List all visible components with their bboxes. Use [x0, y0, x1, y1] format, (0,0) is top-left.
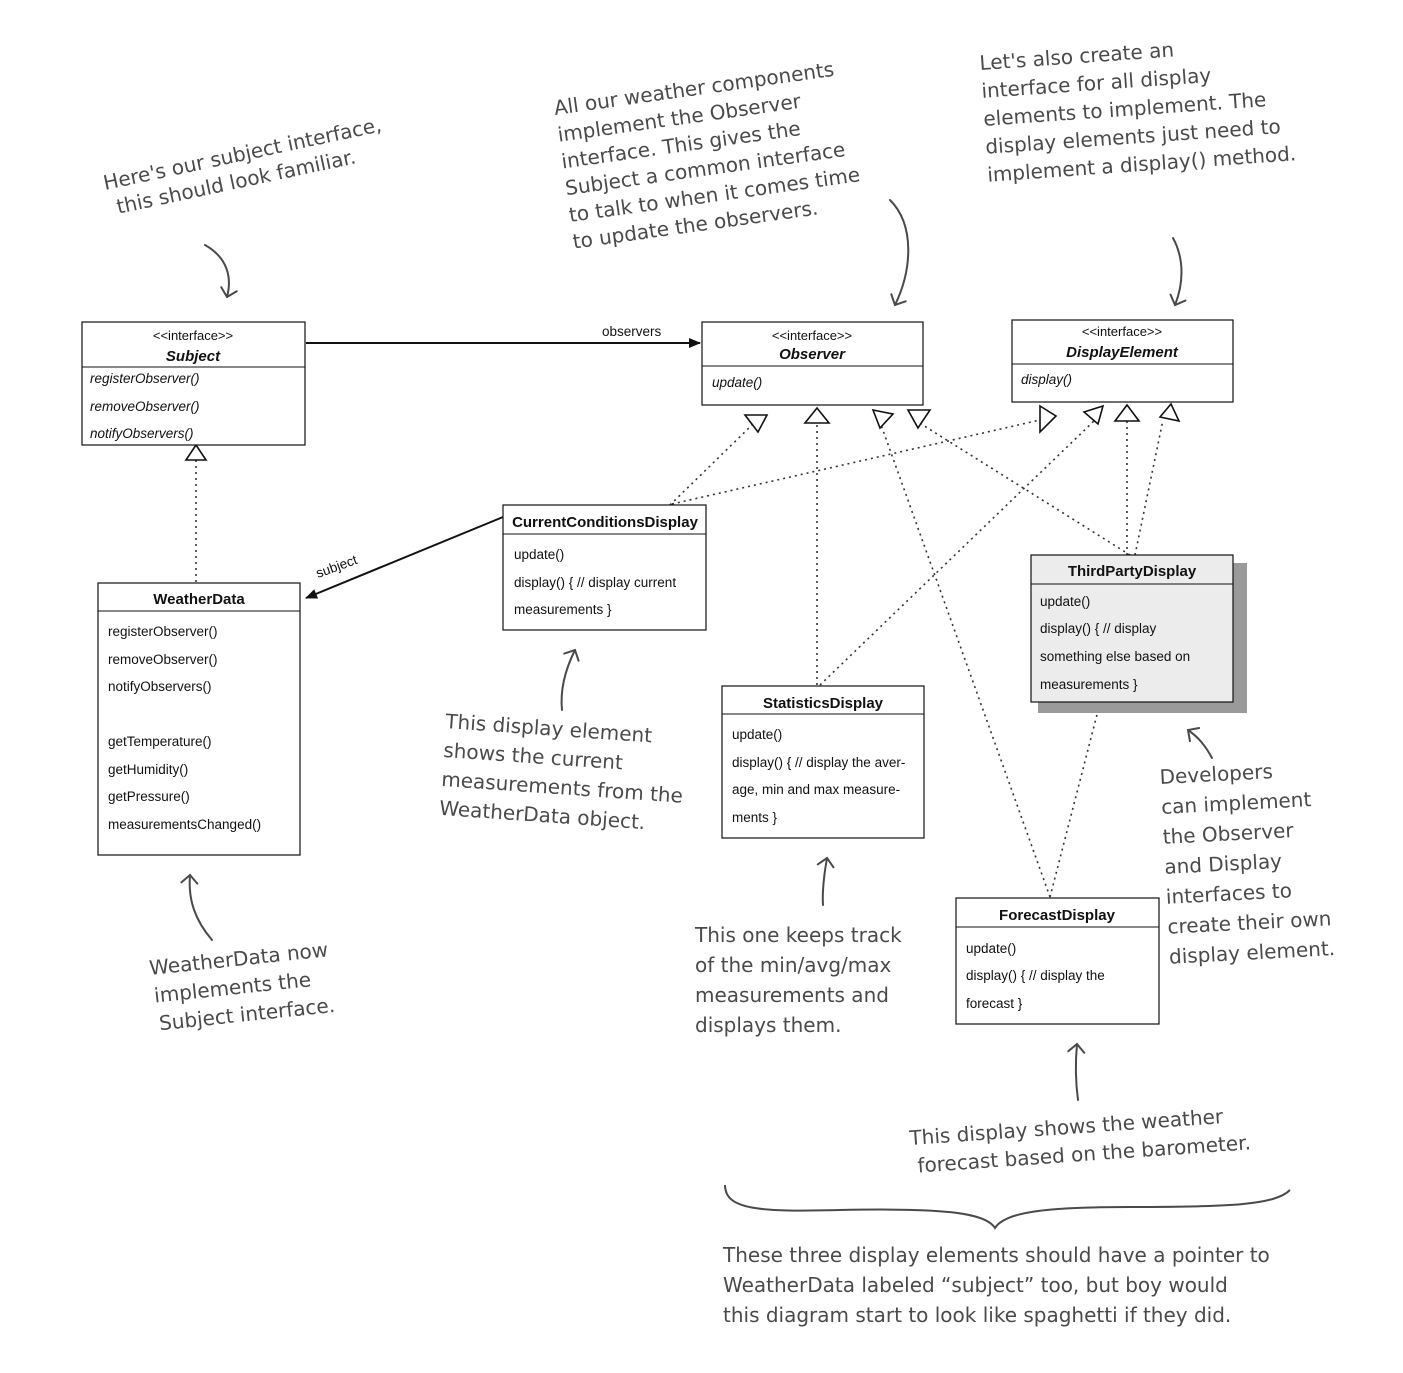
display-note: Let's also create an interface for all d… — [979, 37, 1297, 186]
note-line: interfaces to — [1165, 878, 1292, 909]
thirdparty-method: display() { // display — [1040, 621, 1157, 636]
forecast-note: This display shows the weather forecast … — [908, 1104, 1252, 1177]
observer-note: All our weather components implement the… — [552, 57, 861, 254]
thirdparty-class-box: ThirdPartyDisplay update() display() { /… — [1030, 554, 1247, 713]
observer-name: Observer — [779, 346, 846, 363]
display-triangle-3 — [1113, 403, 1141, 422]
displayelement-stereotype: <<interface>> — [1082, 324, 1162, 339]
observer-note-arrow — [889, 199, 910, 307]
subject-association — [305, 516, 504, 599]
weatherdata-method: removeObserver() — [108, 652, 218, 667]
note-line: This one keeps track — [694, 923, 902, 947]
forecast-note-arrow — [1067, 1042, 1086, 1101]
forecast-to-thirdparty-line — [1049, 702, 1101, 898]
note-line: display element. — [1168, 936, 1335, 969]
current-note: This display element shows the current m… — [439, 709, 684, 834]
weatherdata-method: getHumidity() — [108, 762, 188, 777]
thirdparty-name: ThirdPartyDisplay — [1068, 563, 1197, 580]
annotation-pointers — [180, 199, 1291, 1230]
statistics-note-arrow — [816, 856, 835, 906]
displayelement-name: DisplayElement — [1066, 344, 1179, 361]
observers-label: observers — [602, 324, 662, 339]
statistics-method: age, min and max measure- — [732, 782, 900, 797]
note-line: WeatherData labeled “subject” too, but b… — [723, 1273, 1228, 1297]
observer-method: update() — [712, 375, 762, 390]
note-line: the Observer — [1162, 818, 1295, 849]
note-line: These three display elements should have… — [722, 1243, 1270, 1267]
forecast-name: ForecastDisplay — [999, 907, 1116, 924]
current-note-arrow — [560, 648, 580, 711]
forecast-method: display() { // display the — [966, 968, 1105, 983]
observer-triangle-4 — [906, 409, 932, 430]
weatherdata-method: notifyObservers() — [108, 679, 212, 694]
currentconditions-method: display() { // display current — [514, 575, 676, 590]
thirdparty-to-display-line-b — [1134, 419, 1164, 556]
display-triangle-4 — [1158, 402, 1181, 423]
note-line: of the min/avg/max — [695, 953, 892, 977]
curly-brace — [724, 1184, 1291, 1230]
statistics-note: This one keeps track of the min/avg/max … — [694, 923, 902, 1037]
thirdparty-method: something else based on — [1040, 649, 1190, 664]
realization-lines — [195, 419, 1164, 898]
bottom-note: These three display elements should have… — [722, 1243, 1270, 1327]
observer-triangle-1 — [743, 414, 769, 434]
subject-name: Subject — [166, 348, 221, 365]
weatherdata-name: WeatherData — [153, 591, 245, 608]
statistics-name: StatisticsDisplay — [763, 695, 884, 712]
statistics-method: ments } — [732, 810, 778, 825]
weather-note-arrow — [180, 873, 213, 941]
subject-note: Here's our subject interface, this shoul… — [101, 112, 383, 218]
display-triangle-1 — [1039, 404, 1058, 434]
currentconditions-method: measurements } — [514, 602, 612, 617]
statistics-to-display-line — [819, 419, 1096, 686]
note-line: create their own — [1167, 906, 1332, 939]
forecast-method: update() — [966, 941, 1016, 956]
currentconditions-class-box: CurrentConditionsDisplay update() displa… — [502, 504, 707, 631]
display-triangle-2 — [1082, 404, 1105, 426]
subject-method: removeObserver() — [90, 399, 200, 414]
subject-method: registerObserver() — [90, 371, 200, 386]
thirdparty-method: update() — [1040, 594, 1090, 609]
weatherdata-method: registerObserver() — [108, 624, 218, 639]
weatherdata-class-box: WeatherData registerObserver() removeObs… — [97, 582, 301, 856]
note-line: and Display — [1164, 849, 1283, 879]
currentconditions-name: CurrentConditionsDisplay — [512, 514, 699, 531]
subject-interface-box: <<interface>> Subject registerObserver()… — [81, 321, 306, 446]
current-to-display-line — [671, 419, 1041, 505]
thirdparty-method: measurements } — [1040, 677, 1138, 692]
current-to-observer-line — [669, 424, 753, 506]
note-line: this diagram start to look like spaghett… — [723, 1303, 1231, 1327]
weather-note: WeatherData now implements the Subject i… — [148, 937, 336, 1035]
subject-label: subject — [314, 552, 360, 581]
subject-note-arrow — [204, 244, 238, 299]
currentconditions-method: update() — [514, 547, 564, 562]
weatherdata-method: getPressure() — [108, 789, 190, 804]
statistics-method: display() { // display the aver- — [732, 755, 905, 770]
subject-method: notifyObservers() — [90, 426, 194, 441]
forecast-to-observer-line — [879, 421, 1051, 898]
developers-note-arrow — [1186, 727, 1213, 759]
subject-stereotype: <<interface>> — [153, 328, 233, 343]
observer-triangle-2 — [803, 406, 831, 424]
weatherdata-method: getTemperature() — [108, 734, 212, 749]
note-line: displays them. — [695, 1013, 841, 1037]
forecast-class-box: ForecastDisplay update() display() { // … — [955, 897, 1160, 1025]
displayelement-method: display() — [1021, 372, 1072, 387]
note-line: measurements and — [695, 983, 889, 1007]
observer-triangle-3 — [871, 408, 895, 430]
subject-realization-triangle — [184, 443, 208, 461]
developers-note: Developers can implement the Observer an… — [1159, 759, 1336, 969]
realization-arrowheads — [184, 402, 1181, 461]
observer-stereotype: <<interface>> — [772, 328, 852, 343]
note-line: Developers — [1159, 759, 1273, 789]
display-note-arrow — [1169, 237, 1187, 307]
observer-interface-box: <<interface>> Observer update() — [701, 321, 924, 406]
statistics-class-box: StatisticsDisplay update() display() { /… — [721, 685, 925, 839]
note-line: can implement — [1161, 787, 1312, 819]
displayelement-interface-box: <<interface>> DisplayElement display() — [1011, 319, 1234, 403]
statistics-method: update() — [732, 727, 782, 742]
forecast-method: forecast } — [966, 996, 1023, 1011]
weatherdata-method: measurementsChanged() — [108, 817, 261, 832]
